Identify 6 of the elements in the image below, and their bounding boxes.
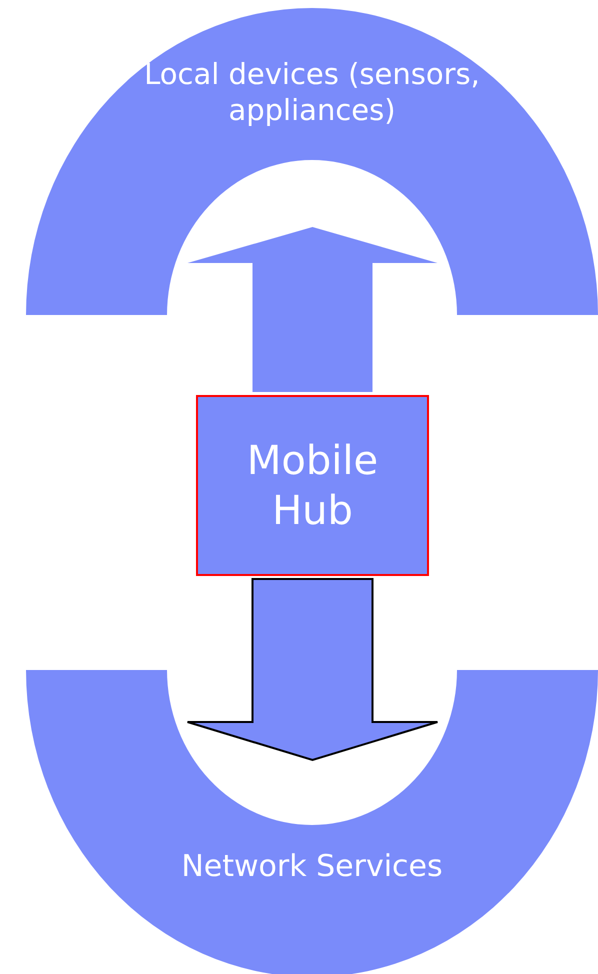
- arch-label: Local devices (sensors, appliances): [143, 56, 481, 128]
- hub-label: Mobile Hub: [246, 436, 380, 536]
- hub-box: [196, 395, 429, 576]
- block-arrow: [186, 578, 438, 762]
- arch-label: Network Services: [180, 848, 444, 886]
- block-arrow: [188, 227, 438, 392]
